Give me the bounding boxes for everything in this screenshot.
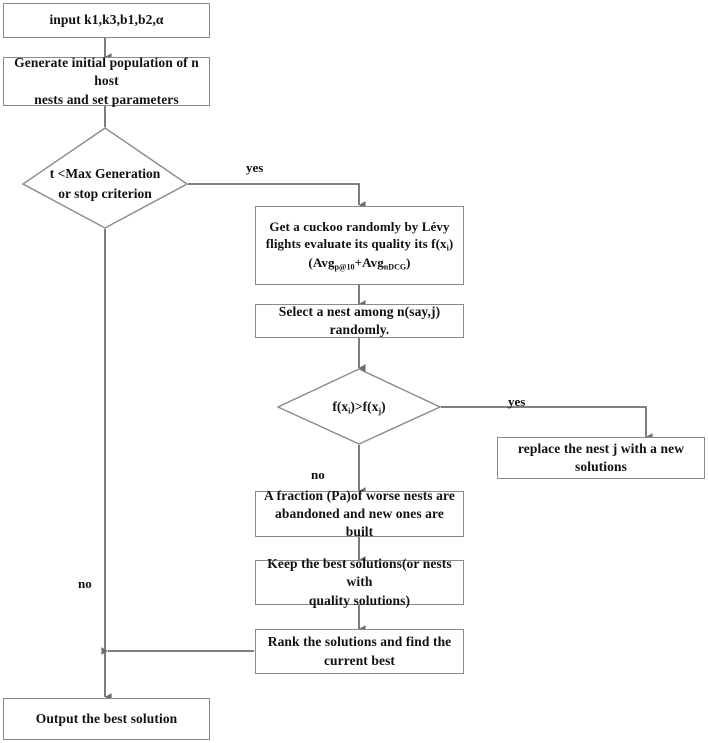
compare-decision-diamond: [276, 368, 442, 445]
node-select-nest-label: Select a nest among n(say,j) randomly.: [278, 303, 441, 337]
node-output-label: Output the best solution: [35, 710, 178, 726]
node-abandon-nests: A fraction (Pa)of worse nests are abando…: [255, 488, 464, 539]
node-rank-label: Rank the solutions and find the current …: [267, 634, 452, 668]
get-cuckoo-formula: (Avgp@10+AvgnDCG): [308, 255, 411, 272]
loop-decision-diamond: [21, 127, 189, 229]
node-get-cuckoo-label: Get a cuckoo randomly by Lévy flights ev…: [262, 218, 457, 274]
edge-label-loop-no: no: [78, 576, 92, 591]
edge-label-compare-no: no: [311, 467, 325, 482]
formula-sub-ndcg: nDCG: [383, 262, 407, 272]
get-cuckoo-line2-sub: i: [446, 243, 449, 253]
node-get-cuckoo: Get a cuckoo randomly by Lévy flights ev…: [255, 206, 464, 285]
edge-label-loop-yes: yes: [246, 160, 264, 175]
node-keep-best: Keep the best solutions(or nests with qu…: [255, 556, 464, 608]
get-cuckoo-line1: Get a cuckoo randomly by Lévy: [269, 218, 450, 234]
edge-loop-yes-to-get-cuckoo: [188, 183, 366, 209]
node-init-label: Generate initial population of n host ne…: [14, 55, 199, 107]
node-replace-nest: replace the nest j with a new solutions: [497, 437, 705, 479]
node-select-nest: Select a nest among n(say,j) randomly.: [255, 304, 464, 338]
edge-compare-yes-to-replace: [441, 406, 653, 441]
node-abandon-label: A fraction (Pa)of worse nests are abando…: [264, 487, 455, 540]
node-output: Output the best solution: [3, 698, 210, 740]
node-input: input k1,k3,b1,b2,α: [3, 3, 210, 38]
node-generate-initial-population: Generate initial population of n host ne…: [3, 55, 210, 107]
edge-label-compare-yes: yes: [508, 394, 526, 409]
node-rank-solutions: Rank the solutions and find the current …: [255, 629, 464, 674]
node-replace-nest-label: replace the nest j with a new solutions: [517, 440, 685, 474]
node-keep-best-label: Keep the best solutions(or nests with qu…: [267, 556, 452, 608]
formula-sub-p10: p@10: [334, 262, 355, 272]
get-cuckoo-line2: flights evaluate its quality its f(xi): [265, 236, 454, 253]
node-input-label: input k1,k3,b1,b2,α: [49, 12, 164, 28]
